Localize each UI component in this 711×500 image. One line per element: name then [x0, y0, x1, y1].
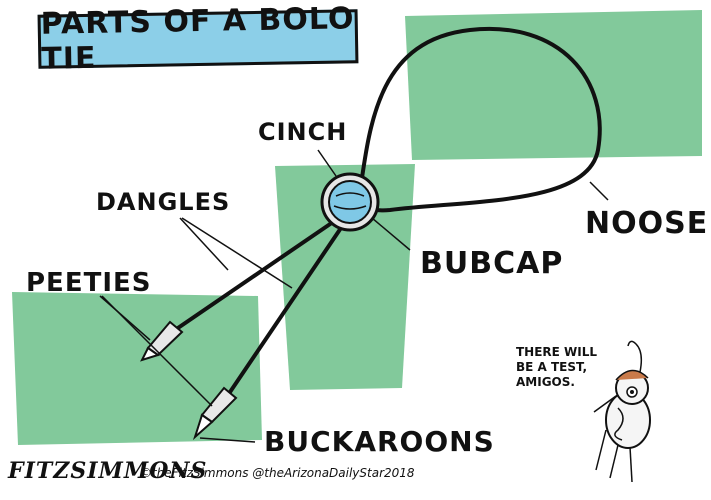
- pointer-noose: [589, 181, 609, 201]
- copyright-credit: ©theFitzSimmons @theArizonaDailyStar2018: [140, 466, 415, 480]
- pointer-buckaroons: [199, 437, 256, 443]
- label-cinch: CINCH: [258, 118, 348, 146]
- pointer-dangles-1: [179, 217, 229, 271]
- pointer-dangles-2: [181, 217, 293, 289]
- label-noose: NOOSE: [585, 206, 709, 241]
- artist-signature: FITZSIMMONS: [8, 458, 208, 484]
- label-buckaroons: BUCKAROONS: [264, 425, 495, 458]
- bubcap-ornament: [320, 172, 380, 232]
- peetie-right-tip: [192, 386, 238, 441]
- green-panel-left: [12, 292, 262, 445]
- peetie-left-tip: [140, 320, 184, 362]
- label-dangles: DANGLES: [96, 188, 231, 216]
- dangle-left: [173, 218, 338, 332]
- label-bubcap: BUBCAP: [420, 246, 564, 281]
- page-title: PARTS OF A BOLO TIE: [40, 1, 355, 77]
- dangle-right: [226, 220, 347, 397]
- title-banner: PARTS OF A BOLO TIE: [37, 1, 359, 77]
- pointer-peeties-2: [101, 295, 213, 407]
- pointer-bubcap: [371, 217, 411, 251]
- green-panel-center: [275, 164, 415, 390]
- character-figure: [593, 340, 651, 483]
- speech-bubble-text: THERE WILL BE A TEST, AMIGOS.: [516, 345, 598, 389]
- pointer-cinch: [317, 149, 337, 177]
- label-peeties: PEETIES: [26, 268, 152, 298]
- noose-cord: [346, 26, 602, 213]
- green-panel-top-right: [405, 10, 702, 160]
